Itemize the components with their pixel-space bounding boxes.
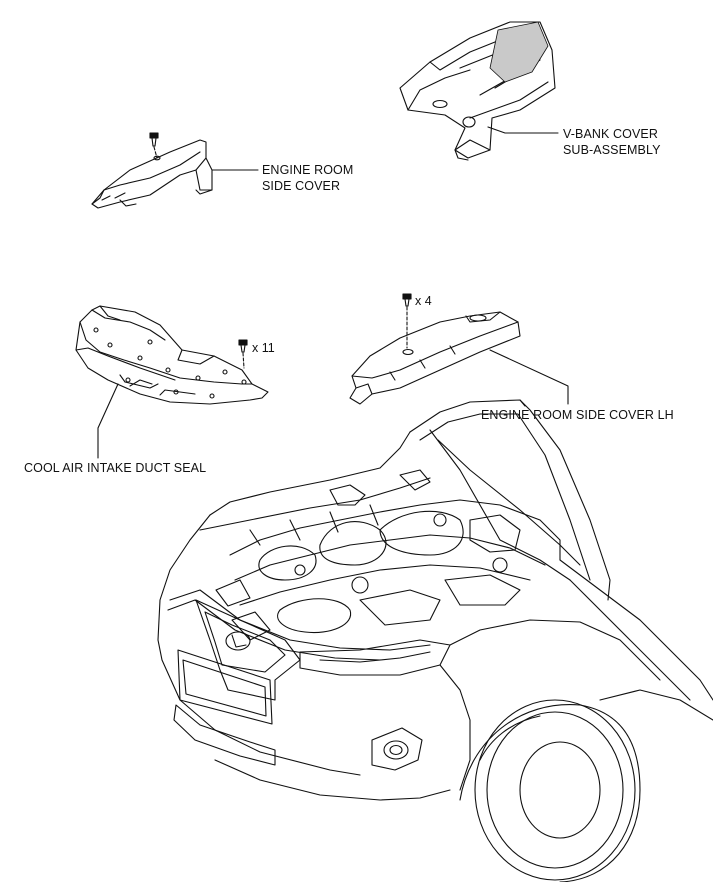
engine-room-side-cover-lh-part	[349, 311, 521, 405]
engine-room-side-cover-part	[91, 139, 213, 209]
cool-air-intake-duct-seal-part	[75, 305, 269, 405]
label-v-bank-cover-line2: SUB-ASSEMBLY	[563, 143, 661, 157]
car-front-open-hood	[157, 399, 713, 882]
leader-side-lh	[489, 349, 569, 405]
label-engine-room-side-cover-lh: ENGINE ROOM SIDE COVER LH	[481, 408, 674, 422]
label-v-bank-cover: V-BANK COVER SUB-ASSEMBLY	[563, 126, 661, 158]
clip-side-lh-quantity: x 4	[415, 294, 432, 308]
label-engine-room-side-cover: ENGINE ROOM SIDE COVER	[262, 162, 353, 194]
leader-seal	[97, 383, 119, 459]
label-cool-air-intake-duct-seal: COOL AIR INTAKE DUCT SEAL	[24, 461, 207, 475]
clip-engine-side	[149, 132, 159, 159]
label-engine-room-side-cover-line1: ENGINE ROOM	[262, 163, 354, 177]
label-engine-room-side-cover-line2: SIDE COVER	[262, 179, 341, 193]
label-v-bank-cover-line1: V-BANK COVER	[563, 127, 658, 141]
clip-seal-quantity: x 11	[252, 341, 275, 355]
leader-vbank	[487, 126, 559, 134]
clip-side-lh	[402, 293, 412, 349]
clip-seal	[238, 339, 248, 369]
v-bank-cover-part	[399, 21, 556, 161]
